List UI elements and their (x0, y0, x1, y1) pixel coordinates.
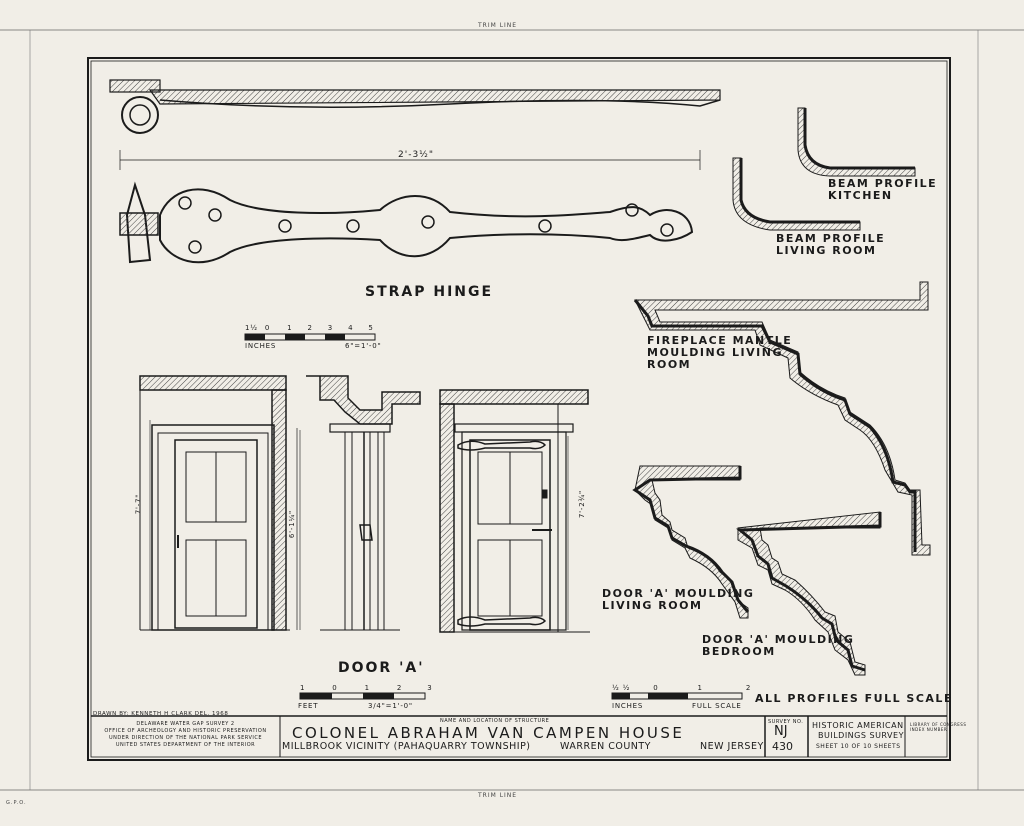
all-profiles-label: ALL PROFILES FULL SCALE (755, 692, 953, 705)
fireplace-mantle-profile (633, 281, 931, 556)
door-moulding-living-label: DOOR 'A' MOULDING LIVING ROOM (602, 587, 755, 612)
hinge-top-view (109, 79, 721, 134)
structure-name: COLONEL ABRAHAM VAN CAMPEN HOUSE (292, 724, 685, 742)
door-dim-right: 7'-2¾" (578, 489, 587, 519)
library-note: LIBRARY OF CONGRESS INDEX NUMBER (910, 722, 967, 732)
structure-location: MILLBROOK VICINITY (PAHAQUARRY TOWNSHIP) (282, 741, 531, 752)
profile-scale-tick: ½ (612, 684, 620, 692)
drawn-by: DRAWN BY: KENNETH H CLARK DEL. 1968 (93, 711, 229, 717)
door-dim-mid: 6'-1¼" (288, 509, 297, 539)
profile-scale-tick: 0 (653, 684, 659, 692)
door-scale-ticks: 1 0 1 2 3 (300, 684, 440, 692)
door-scale-tick: 1 (364, 684, 370, 692)
hinge-scale-tick: 1 (287, 324, 293, 332)
door-moulding-bedroom-profile (735, 511, 882, 676)
survey-no-label: SURVEY NO. (768, 719, 804, 725)
profile-scale-ticks: ½ ½ 0 1 2 (612, 684, 752, 692)
fireplace-mantle-label: FIREPLACE MANTLE MOULDING LIVING ROOM (647, 334, 793, 371)
structure-state: NEW JERSEY (700, 741, 764, 752)
hinge-dimension: 2'-3½" (398, 150, 435, 160)
survey-state: NJ (774, 724, 788, 739)
hinge-scale-inches: INCHES (245, 342, 277, 350)
hinge-elevation (119, 181, 694, 264)
habs-line2: BUILDINGS SURVEY (818, 731, 904, 740)
door-scale-tick: 2 (396, 684, 403, 692)
trim-line-bottom: TRIM LINE (478, 792, 518, 799)
hinge-scale-ticks: 1½ 0 1 2 3 4 5 (245, 324, 385, 332)
door-elevation-left (139, 375, 290, 631)
door-scale-tick: 0 (332, 684, 338, 692)
trim-line-top: TRIM LINE (478, 22, 518, 29)
name-location-header: NAME AND LOCATION OF STRUCTURE (440, 718, 550, 724)
agency-block: DELAWARE WATER GAP SURVEY 2 OFFICE OF AR… (93, 721, 278, 749)
profile-scale-tick: 2 (745, 684, 752, 692)
hinge-scale-tick: 3 (327, 324, 334, 332)
beam-profile-kitchen-label: BEAM PROFILE KITCHEN (828, 177, 938, 202)
hinge-scale-tick: 5 (368, 324, 374, 332)
hinge-scale-ratio: 6"=1'-0" (345, 342, 382, 350)
door-moulding-living-profile (632, 465, 750, 619)
door-scale-bar (299, 692, 426, 700)
door-elevation-right (439, 389, 590, 633)
door-scale-feet: FEET (298, 702, 319, 710)
profile-scale-inches: INCHES (612, 702, 644, 710)
profile-scale-tick: ½ (622, 684, 631, 692)
door-section-middle (296, 375, 421, 631)
profile-scale-full: FULL SCALE (692, 702, 742, 710)
agency-line: OFFICE OF ARCHEOLOGY AND HISTORIC PRESER… (104, 728, 267, 734)
footer-code: G.P.O. (6, 800, 27, 806)
hinge-scale-tick: 1½ (245, 324, 258, 332)
agency-line: UNDER DIRECTION OF THE NATIONAL PARK SER… (109, 735, 262, 741)
profile-scale-bar (611, 692, 743, 700)
door-scale-tick: 1 (300, 684, 306, 692)
door-a-title: DOOR 'A' (338, 660, 425, 676)
sheet-number: SHEET 10 OF 10 SHEETS (816, 743, 901, 750)
survey-number: 430 (772, 740, 793, 753)
title-block-lines (91, 715, 947, 757)
door-scale-ratio: 3/4"=1'-0" (368, 702, 413, 710)
door-scale-tick: 3 (427, 684, 433, 692)
hinge-scale-tick: 2 (307, 324, 313, 332)
structure-county: WARREN COUNTY (560, 741, 651, 752)
hinge-scale-tick: 0 (264, 324, 271, 332)
beam-profile-living-label: BEAM PROFILE LIVING ROOM (776, 232, 886, 257)
hinge-scale-tick: 4 (348, 324, 354, 332)
beam-profile-kitchen (797, 107, 916, 177)
hinge-scale-bar (244, 333, 376, 341)
door-dim-left: 7'-7" (134, 493, 143, 515)
door-moulding-bedroom-label: DOOR 'A' MOULDING BEDROOM (702, 633, 855, 658)
agency-line: DELAWARE WATER GAP SURVEY 2 (136, 721, 235, 727)
beam-profile-living (732, 157, 861, 231)
agency-line: UNITED STATES DEPARTMENT OF THE INTERIOR (115, 742, 256, 748)
profile-scale-tick: 1 (697, 684, 703, 692)
habs-line1: HISTORIC AMERICAN (812, 721, 904, 730)
strap-hinge-title: STRAP HINGE (365, 284, 494, 300)
